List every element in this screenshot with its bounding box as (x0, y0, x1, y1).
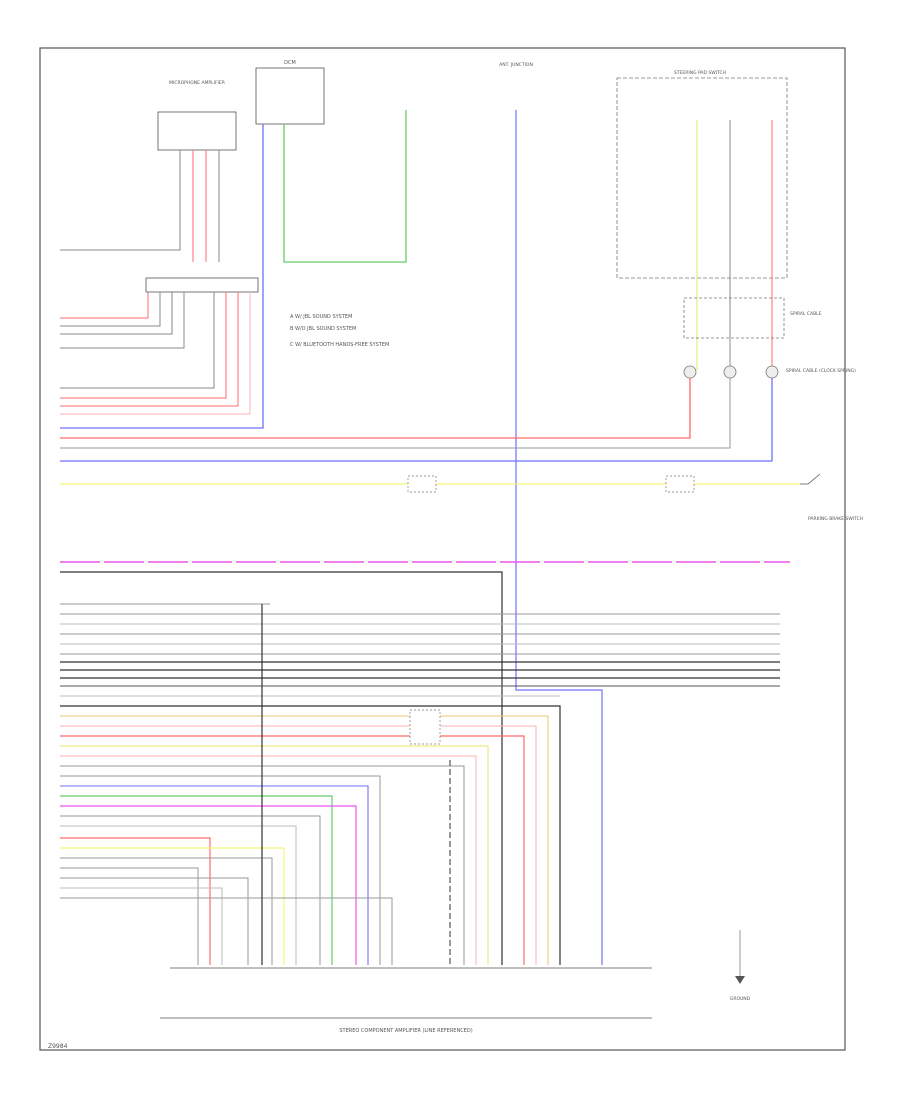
bus-wire (60, 292, 239, 407)
terminal-circle (765, 365, 779, 379)
black-wire (60, 571, 503, 965)
harness-wire (60, 725, 537, 965)
ground-symbol (735, 976, 745, 984)
mic-amp-group: MICROPHONE AMPLIFIER (60, 80, 237, 262)
legend-item: C W/ BLUETOOTH HANDS-FREE SYSTEM (290, 342, 389, 348)
terminal-circle (723, 365, 737, 379)
bus-wire (60, 378, 773, 462)
bus-wire (60, 292, 173, 335)
harness-wire (60, 877, 249, 965)
steering-pad-box (616, 77, 788, 279)
harness-wire (60, 837, 211, 965)
bus-wire (60, 292, 185, 349)
dcm-group: DCM (60, 60, 407, 429)
bus-wire (60, 292, 215, 389)
dcm-label: DCM (284, 60, 296, 66)
mic-amp-label: MICROPHONE AMPLIFIER (169, 80, 225, 86)
harness-wire (60, 887, 223, 965)
harness-wire (60, 785, 369, 965)
dcm-blue-wire (60, 124, 264, 429)
spiral-cable-label: SPIRAL CABLE (790, 311, 822, 317)
dcm-green-wire (283, 110, 407, 263)
mic-amp-box (157, 111, 237, 151)
harness-wire (60, 755, 477, 965)
junction-connector (145, 277, 259, 293)
left-bus (60, 292, 773, 462)
harness-wire (60, 795, 333, 965)
ground-group: GROUND (730, 930, 751, 1002)
spiral-cable-connector (683, 297, 785, 339)
harness-wire (60, 815, 321, 965)
harness-bus (60, 603, 780, 965)
steering-pad-label: STEERING PAD SWITCH (674, 70, 726, 76)
mic-wire (60, 240, 181, 251)
harness-wire (60, 825, 297, 965)
harness-wire (60, 847, 285, 965)
blue-trunk-wire (515, 110, 603, 965)
bus-wire (60, 292, 227, 399)
harness-wire (60, 897, 393, 965)
bus-wire (60, 378, 691, 439)
harness-wire (60, 857, 273, 965)
bus-wire (60, 292, 251, 415)
harness-wire (60, 705, 561, 965)
parking-brake-label: PARKING BRAKE SWITCH (808, 516, 863, 522)
stereo-amp-label: STEREO COMPONENT AMPLIFIER (LINE REFEREN… (339, 1028, 472, 1034)
legend: A W/ JBL SOUND SYSTEM B W/O JBL SOUND SY… (290, 314, 389, 348)
bus-wire (60, 292, 149, 319)
clock-spring-label: SPIRAL CABLE (CLOCK SPRING) (786, 368, 856, 374)
stereo-amp-group: STEREO COMPONENT AMPLIFIER (LINE REFEREN… (160, 967, 652, 1034)
terminal-circle (683, 365, 697, 379)
harness-wire (60, 715, 549, 965)
harness-wire (60, 775, 381, 965)
inline-connector (409, 709, 441, 745)
harness-wire (60, 765, 465, 965)
parking-brake-switch (800, 473, 821, 485)
harness-wire (60, 867, 199, 965)
footer-code: Z9984 (48, 1043, 68, 1050)
dcm-box (255, 67, 325, 125)
harness-wire (60, 805, 357, 965)
inline-connector (407, 475, 437, 493)
diagram-border (39, 47, 846, 1051)
legend-item: B W/O JBL SOUND SYSTEM (290, 326, 356, 332)
ant-junction-label: ANT. JUNCTION (499, 62, 533, 68)
bus-wire (60, 378, 731, 449)
harness-wire (60, 735, 525, 965)
legend-item: A W/ JBL SOUND SYSTEM (290, 314, 352, 320)
inline-connector (665, 475, 695, 493)
bus-wire (60, 292, 161, 327)
ground-label: GROUND (730, 996, 751, 1002)
steering-pad-group: STEERING PAD SWITCH SPIRAL CABLE SPIRAL … (616, 70, 856, 379)
harness-wire (60, 745, 489, 965)
